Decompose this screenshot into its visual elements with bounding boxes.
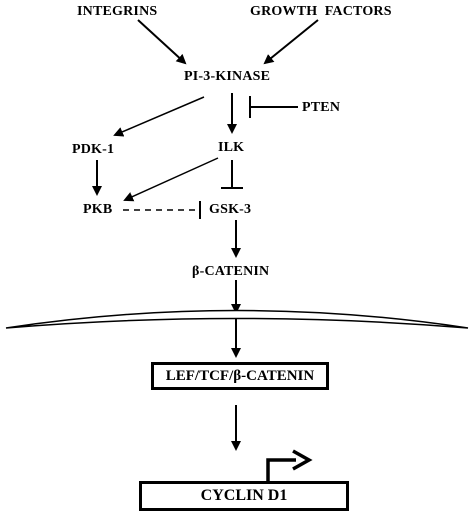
integrins-label: INTEGRINS: [77, 4, 158, 19]
ilk-label: ILK: [218, 140, 245, 155]
nuclear-membrane: [5, 309, 469, 329]
lef-tcf-label: LEF/TCF/β-CATENIN: [165, 367, 315, 384]
arrow-growth-factors-to-pi3k: [263, 19, 319, 65]
cyclin-d1-box: CYCLIN D1: [139, 481, 349, 511]
pkb-label: PKB: [83, 202, 113, 217]
pi3k-label: PI-3-KINASE: [184, 69, 271, 84]
lef-tcf-box: LEF/TCF/β-CATENIN: [151, 362, 329, 390]
growth-factors-label: GROWTH FACTORS: [250, 4, 392, 19]
transcription-start-arrow: [266, 458, 296, 482]
gsk3-label: GSK-3: [209, 202, 252, 217]
arrow-ilk-to-pkb: [123, 157, 219, 202]
arrow-pi3k-to-pdk1: [113, 96, 205, 137]
arrow-integrins-to-pi3k: [137, 19, 187, 65]
transcription-start-arrowhead: [292, 449, 313, 471]
beta-catenin-label: β-CATENIN: [192, 264, 270, 279]
cyclin-d1-label: CYCLIN D1: [200, 487, 288, 504]
pten-label: PTEN: [302, 100, 341, 115]
pdk1-label: PDK-1: [72, 142, 115, 157]
